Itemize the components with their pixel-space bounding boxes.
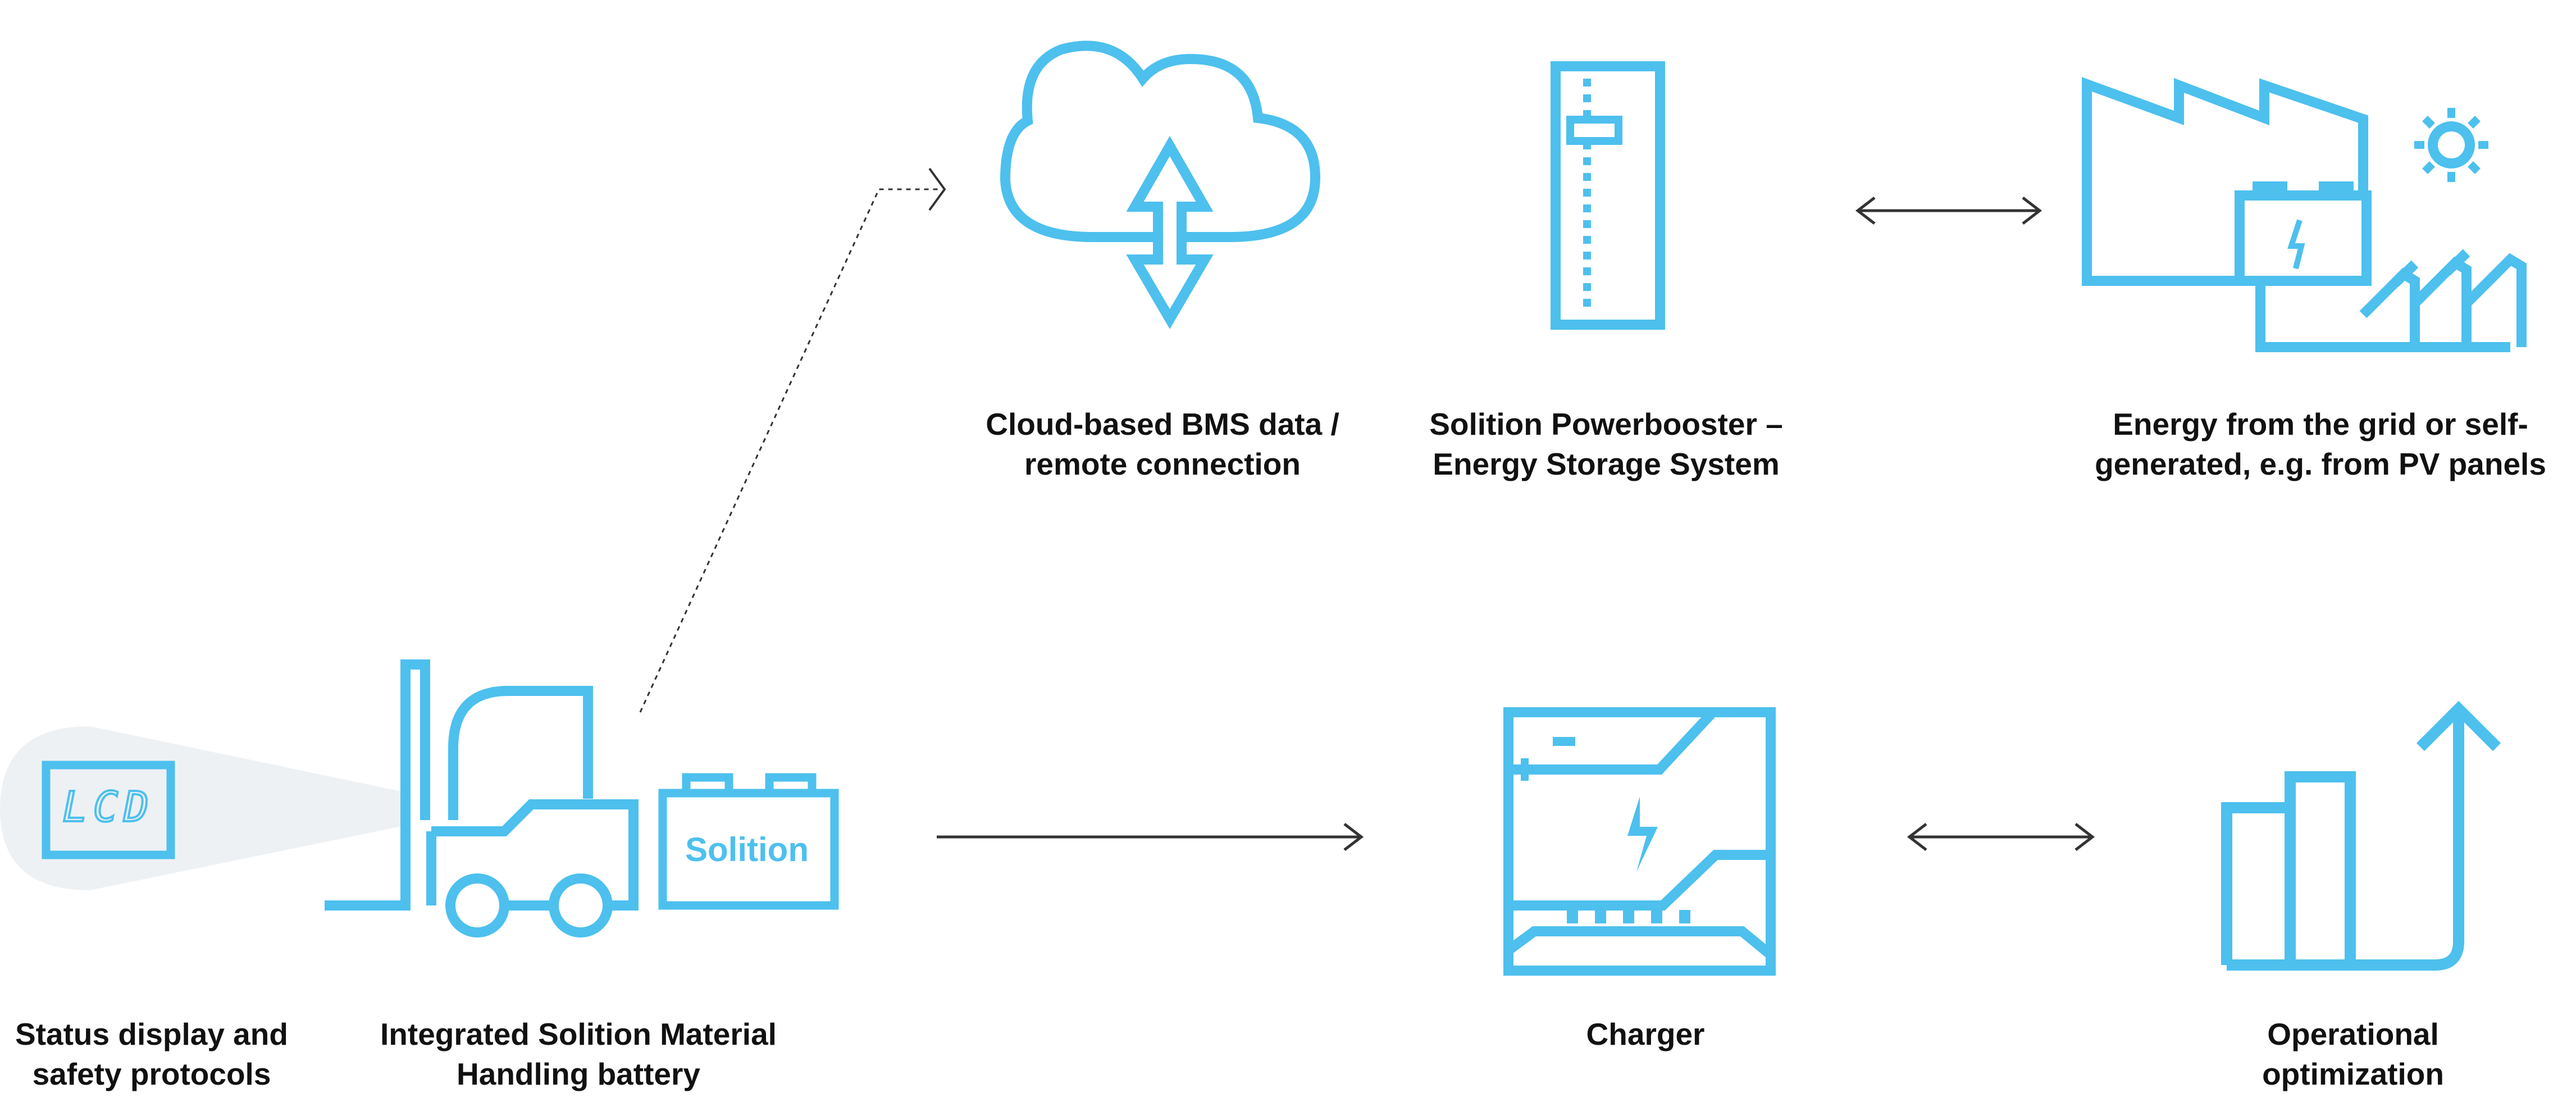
caption-charger-line1: Charger	[1586, 1017, 1705, 1052]
caption-charger: Charger	[1477, 1014, 1814, 1054]
caption-optimization: Operational optimization	[2185, 1014, 2522, 1094]
lcd-display-icon: LCD	[42, 761, 175, 859]
caption-battery-line1: Integrated Solition Material	[380, 1017, 777, 1052]
caption-powerbooster-line1: Solition Powerbooster –	[1429, 407, 1783, 441]
caption-cloud-line1: Cloud-based BMS data /	[986, 407, 1339, 441]
caption-cloud: Cloud-based BMS data / remote connection	[921, 404, 1404, 484]
caption-cloud-line2: remote connection	[1024, 447, 1301, 481]
forklift-icon	[325, 659, 639, 937]
energy-storage-cabinet-icon	[1551, 61, 1665, 330]
caption-status-line2: safety protocols	[32, 1057, 271, 1091]
bar-chart-growth-icon	[2221, 700, 2501, 971]
spotlight-cone	[0, 726, 404, 890]
arrow-battery-to-charger	[937, 823, 1364, 851]
caption-powerbooster-line2: Energy Storage System	[1433, 447, 1780, 481]
caption-optimization-line1: Operational	[2267, 1017, 2439, 1052]
double-arrow-charger-optimization	[1907, 823, 2095, 851]
caption-grid-line2: generated, e.g. from PV panels	[2095, 447, 2546, 481]
cloud-upload-download-icon	[1000, 40, 1321, 329]
battery-brand-label: Solition	[685, 831, 809, 868]
battery-icon: Solition	[658, 773, 839, 910]
caption-status-line1: Status display and	[15, 1017, 288, 1052]
double-arrow-storage-grid	[1855, 197, 2042, 225]
charger-icon	[1503, 707, 1776, 976]
caption-grid-line1: Energy from the grid or self-	[2113, 407, 2528, 441]
caption-battery: Integrated Solition Material Handling ba…	[337, 1014, 820, 1094]
lcd-text: LCD	[62, 783, 154, 831]
caption-battery-line2: Handling battery	[457, 1057, 700, 1091]
dotted-arrow-to-cloud	[639, 188, 939, 713]
caption-optimization-line2: optimization	[2262, 1057, 2444, 1091]
factory-solar-grid-icon	[2082, 77, 2527, 352]
caption-grid: Energy from the grid or self- generated,…	[2065, 404, 2576, 484]
caption-powerbooster: Solition Powerbooster – Energy Storage S…	[1365, 404, 1848, 484]
dotted-arrowhead	[928, 167, 946, 211]
caption-status-display: Status display and safety protocols	[0, 1014, 303, 1094]
